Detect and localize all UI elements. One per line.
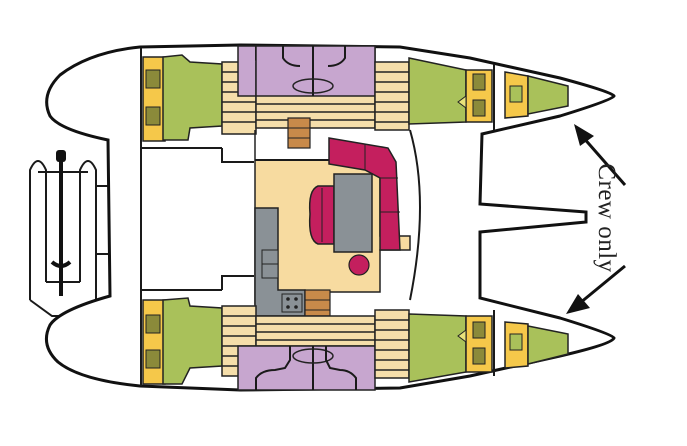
starboard-head bbox=[237, 309, 410, 391]
saloon-stool bbox=[348, 254, 370, 276]
port-crew-cabin bbox=[504, 71, 569, 119]
galley bbox=[254, 207, 331, 317]
saloon-sofa bbox=[308, 137, 401, 251]
starboard-crew-cabin bbox=[504, 321, 569, 369]
starboard-forward-cabin bbox=[408, 313, 493, 383]
arrow-to-port-crew-cabin bbox=[574, 124, 627, 186]
davits-dinghy-icon bbox=[29, 150, 110, 317]
arrow-to-starboard-crew-cabin bbox=[566, 264, 626, 314]
saloon-table bbox=[333, 173, 373, 253]
port-passage-floor bbox=[255, 45, 410, 131]
port-forward-cabin bbox=[408, 57, 493, 125]
crew-only-label: Crew only bbox=[593, 163, 620, 273]
